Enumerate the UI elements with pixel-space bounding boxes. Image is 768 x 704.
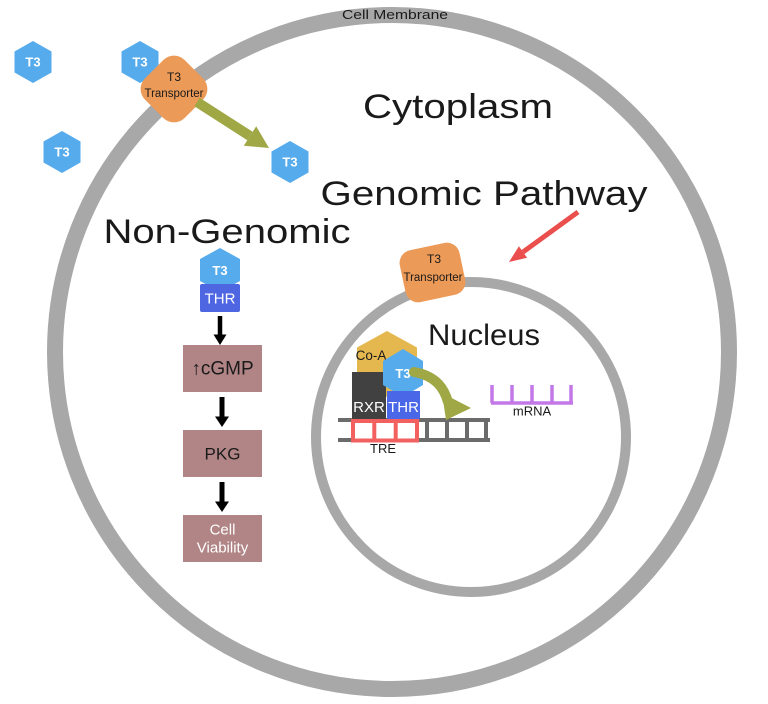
t3-label: T3 [212,263,227,278]
arrow-head [243,126,269,148]
hexagon-shape [14,41,52,83]
non-genomic-label: Non-Genomic [104,213,351,251]
thr-label: THR [205,291,236,308]
arrow-head [509,246,528,262]
t3-label: T3 [54,145,69,160]
dna-ladder: TRE [338,418,490,456]
transcription-arrow-icon [409,367,471,420]
flow-arrow-head [215,501,229,512]
transporter-shape [140,55,208,123]
hexagon-shape [200,248,240,292]
hexagon-shape [43,131,81,173]
t3-hexagon-icon: T3 [43,131,81,173]
t3-label: T3 [282,155,297,170]
mrna-comb [490,385,573,405]
thr-box [387,391,420,419]
mrna-label: mRNA [513,404,552,419]
receptor-complex: Co-A T3 RXR THR [352,331,423,419]
transporter-label-line2: Transporter [403,272,462,284]
t3-transporter: T3 Transporter [140,55,208,123]
pkg-box [183,430,262,477]
genomic-pathway-label: Genomic Pathway [321,175,648,213]
nuclear-t3-transporter: T3 Transporter [399,242,466,303]
t3-hexagon-icon: T3 [14,41,52,83]
flow-arrow-head [213,334,227,345]
cgmp-box [183,345,262,392]
t3-import-arrow-icon [194,97,269,148]
transporter-label-line1: T3 [427,252,441,266]
cell-membrane-label: Cell Membrane [342,7,448,22]
genomic-pathway-arrow-icon [509,209,580,262]
rxr-box [352,372,386,419]
nucleus-ring [311,277,631,597]
hexagon-shape [121,41,159,83]
cell-membrane-ring [47,7,737,697]
arrow-head [442,393,471,420]
tre-outline [351,419,419,443]
thr-label: THR [388,399,419,416]
cytoplasm-label: Cytoplasm [363,88,553,126]
t3-hexagon-icon: T3 [383,349,423,397]
t3-hexagon-icon: T3 [121,41,159,83]
flow-arrow-head [215,416,229,427]
tre-region [351,419,419,443]
mrna-symbol: mRNA [490,385,573,419]
transporter-label-line1: T3 [167,70,181,84]
t3-hexagon-icon: T3 [200,248,240,292]
arrow-shaft [194,97,253,141]
pkg-label: PKG [205,445,241,464]
t3-label: T3 [132,55,147,70]
cell-viability-label-line2: Viability [197,540,249,557]
cgmp-label: ↑cGMP [191,359,253,380]
thr-receptor-box [200,284,240,312]
cell-viability-box [183,515,262,562]
t3-hexagon-icon: T3 [271,141,309,183]
coactivator-label: Co-A [356,348,387,363]
tre-label: TRE [370,441,396,456]
t3-label: T3 [395,366,410,381]
cell-viability-label-line1: Cell [210,522,236,539]
arrow-shaft [521,209,580,255]
nucleus-label: Nucleus [428,319,540,352]
hexagon-shape [271,141,309,183]
non-genomic-pathway: T3 THR ↑cGMP PKG Cell Viability [183,248,262,562]
t3-label: T3 [25,55,40,70]
hexagon-shape [383,349,423,397]
rxr-label: RXR [353,399,385,416]
transporter-shape [399,242,466,303]
transporter-label-line2: Transporter [144,88,203,100]
